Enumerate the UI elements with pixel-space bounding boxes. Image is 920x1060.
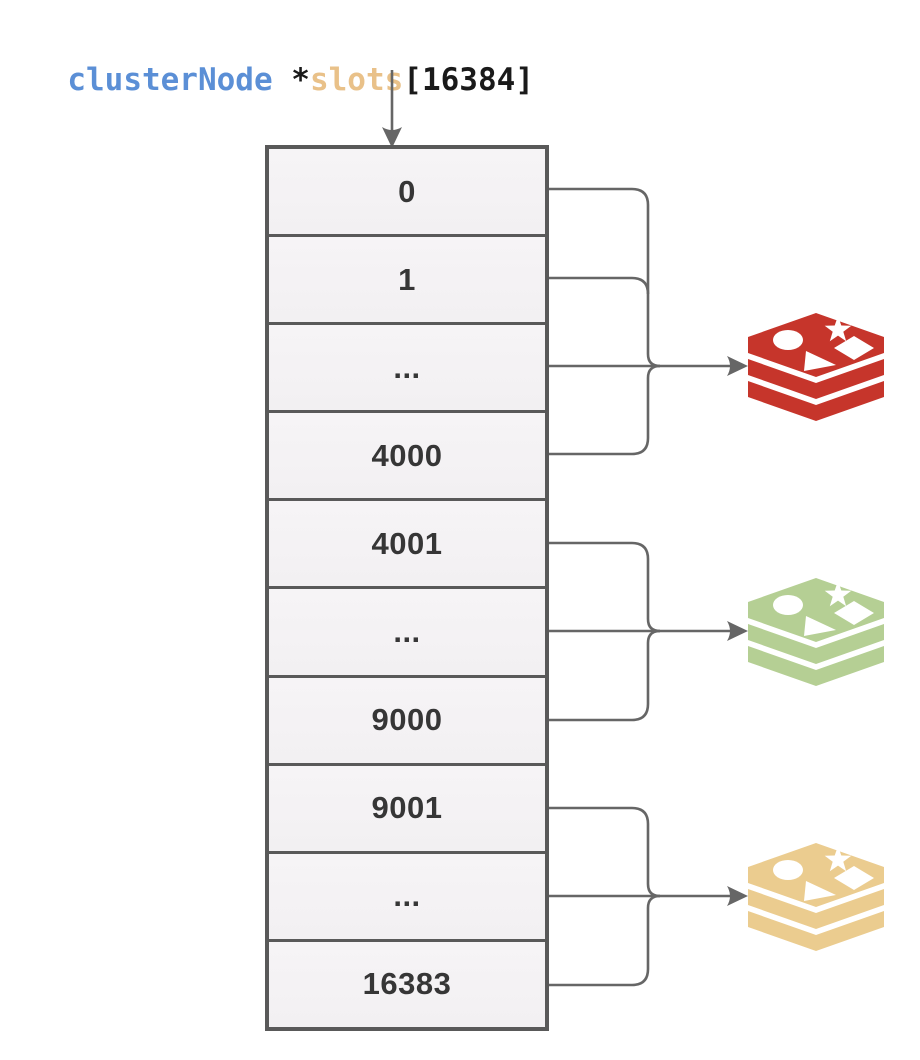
connector-row-4001 (549, 541, 661, 633)
redis-layer-top (748, 843, 884, 907)
redis-node-icon-red (748, 313, 884, 421)
slot-row-dots-3: ... (269, 850, 545, 939)
diamond-shape (834, 336, 874, 360)
arrowhead-right-icon-1 (727, 356, 748, 376)
title-keyword-clusternode: clusterNode (67, 62, 292, 98)
slot-row-dots-1: ... (269, 322, 545, 411)
connector-row-1 (549, 276, 650, 295)
arrowhead-down-icon (382, 127, 402, 148)
slot-row-4001: 4001 (269, 498, 545, 587)
connector-row-16383 (549, 894, 661, 987)
title-pointer-star: * (291, 62, 310, 98)
arrowhead-right-icon-3 (727, 886, 748, 906)
star-shape (824, 581, 852, 607)
triangle-shape (804, 351, 836, 371)
diamond-shape (834, 866, 874, 890)
redis-node-icon-yellow (748, 843, 884, 951)
circle-shape (773, 860, 803, 880)
redis-layer-middle (748, 359, 884, 399)
star-shape (824, 316, 852, 342)
diagram-title: clusterNode *slots[16384] (30, 26, 534, 98)
redis-layer-middle (748, 624, 884, 664)
slot-row-4000: 4000 (269, 410, 545, 499)
redis-layer-top (748, 313, 884, 377)
triangle-shape (804, 616, 836, 636)
connector-row-4000 (549, 364, 661, 456)
circle-shape (773, 330, 803, 350)
title-array-size: [16384] (403, 62, 534, 98)
redis-node-icon-green (748, 578, 884, 686)
redis-layer-bottom (748, 381, 884, 421)
triangle-shape (804, 881, 836, 901)
title-field-slots: slots (309, 62, 404, 98)
slot-row-9001: 9001 (269, 762, 545, 851)
arrowhead-right-icon-2 (727, 621, 748, 641)
slot-row-1: 1 (269, 234, 545, 323)
slot-row-dots-2: ... (269, 586, 545, 675)
slot-row-16383: 16383 (269, 938, 545, 1027)
circle-shape (773, 595, 803, 615)
star-shape (824, 846, 852, 872)
redis-layer-middle (748, 889, 884, 929)
connector-row-0 (549, 187, 661, 368)
slots-array-box: 0 1 ... 4000 4001 ... 9000 9001 ... 1638… (265, 145, 549, 1031)
redis-layer-bottom (748, 911, 884, 951)
connector-row-9000 (549, 629, 661, 722)
redis-layer-top (748, 578, 884, 642)
slot-row-0: 0 (269, 149, 545, 235)
slot-row-9000: 9000 (269, 674, 545, 763)
connector-row-9001 (549, 806, 661, 898)
diamond-shape (834, 601, 874, 625)
redis-layer-bottom (748, 646, 884, 686)
